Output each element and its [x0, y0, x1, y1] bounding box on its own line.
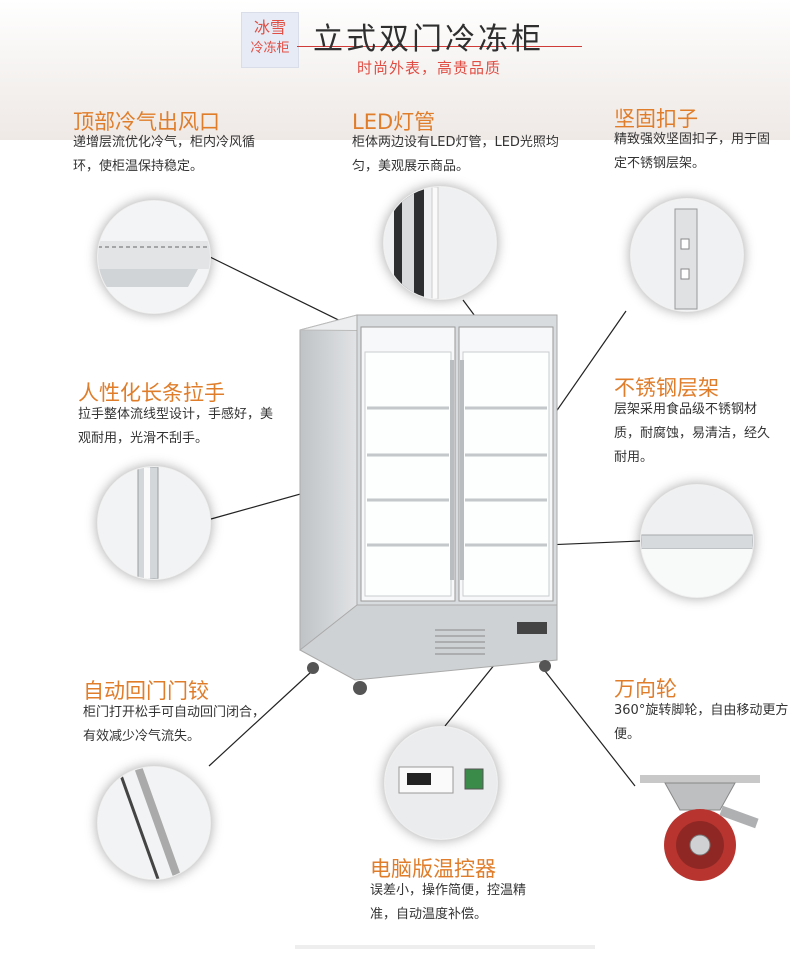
feature-title-clip: 坚固扣子 [614, 107, 698, 131]
title-underline [297, 46, 582, 47]
detail-clip-image [630, 198, 744, 312]
feature-title-air-outlet: 顶部冷气出风口 [73, 110, 220, 134]
detail-led-image [383, 186, 497, 300]
feature-title-hinge: 自动回门门铰 [83, 679, 209, 703]
feature-title-controller: 电脑版温控器 [370, 857, 496, 881]
badge-line1: 冰雪 [253, 18, 286, 37]
feature-desc-led: 柜体两边设有LED灯管，LED光照均匀，美观展示商品。 [352, 135, 559, 174]
feature-desc-caster: 360°旋转脚轮，自由移动更方便。 [614, 703, 789, 742]
detail-handle-image [97, 466, 211, 580]
caster-wheel-image [640, 775, 760, 881]
feature-desc-air-outlet: 递增层流优化冷气，柜内冷风循环，使柜温保持稳定。 [73, 135, 256, 174]
feature-desc-controller: 误差小，操作简便，控温精准，自动温度补偿。 [370, 883, 527, 922]
feature-title-handle: 人性化长条拉手 [78, 381, 225, 405]
freezer-image [299, 314, 558, 695]
footer-divider [295, 945, 595, 949]
badge-line2: 冷冻柜 [250, 41, 290, 56]
feature-title-led: LED灯管 [352, 110, 436, 134]
feature-title-shelf: 不锈钢层架 [614, 376, 719, 400]
brand-badge: 冰雪 冷冻柜 [241, 12, 299, 68]
detail-controller-image [384, 726, 498, 840]
feature-desc-clip: 精致强效坚固扣子，用于固定不锈钢层架。 [614, 132, 771, 171]
detail-air-outlet-image [97, 200, 211, 314]
feature-title-caster: 万向轮 [614, 677, 677, 701]
feature-desc-shelf: 层架采用食品级不锈钢材质，耐腐蚀，易清洁，经久耐用。 [614, 402, 771, 465]
header-band [0, 0, 790, 140]
detail-shelf-image [640, 484, 754, 598]
detail-hinge-image [97, 766, 211, 880]
page-subtitle: 时尚外表，高贵品质 [357, 59, 502, 77]
page-title: 立式双门冷冻柜 [313, 22, 544, 57]
feature-desc-hinge: 柜门打开松手可自动回门闭合，有效减少冷气流失。 [83, 705, 266, 744]
feature-desc-handle: 拉手整体流线型设计，手感好，美观耐用，光滑不刮手。 [78, 407, 274, 446]
